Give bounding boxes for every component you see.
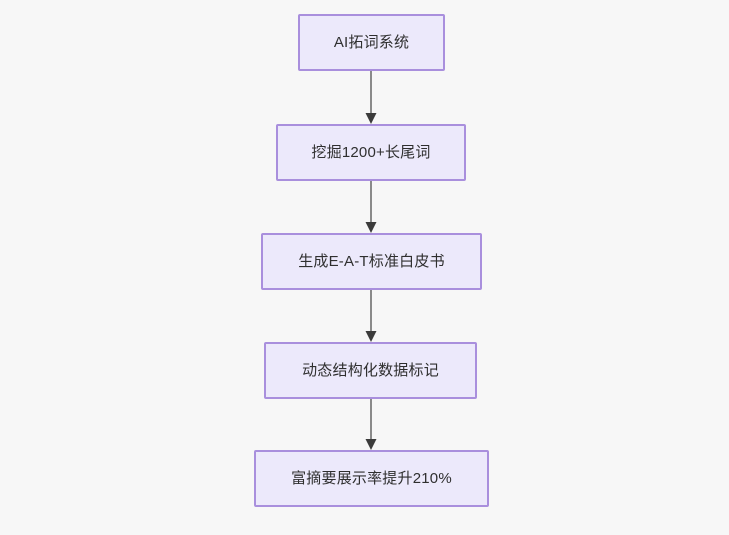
arrowhead-icon: [365, 222, 377, 233]
arrowhead-icon: [365, 113, 377, 124]
flow-node-dynamic-structured-data-markup[interactable]: 动态结构化数据标记: [264, 342, 477, 399]
flow-node-label: AI拓词系统: [333, 34, 410, 51]
edge-n3-n4: [365, 290, 377, 342]
edge-n2-n3: [365, 181, 377, 233]
edge-n4-n5: [365, 399, 377, 450]
flow-node-label: 动态结构化数据标记: [302, 362, 439, 379]
flow-node-ai-keyword-system[interactable]: AI拓词系统: [298, 14, 445, 71]
flow-node-rich-snippet-rate-increase[interactable]: 富摘要展示率提升210%: [254, 450, 489, 507]
flow-node-label: 生成E-A-T标准白皮书: [298, 253, 445, 270]
flow-node-generate-eat-whitepaper[interactable]: 生成E-A-T标准白皮书: [261, 233, 482, 290]
arrowhead-icon: [365, 439, 377, 450]
edge-n1-n2: [365, 71, 377, 124]
flow-node-label: 富摘要展示率提升210%: [291, 470, 452, 487]
flow-node-label: 挖掘1200+长尾词: [311, 144, 431, 161]
arrowhead-icon: [365, 331, 377, 342]
flow-node-mine-longtail-keywords[interactable]: 挖掘1200+长尾词: [276, 124, 466, 181]
